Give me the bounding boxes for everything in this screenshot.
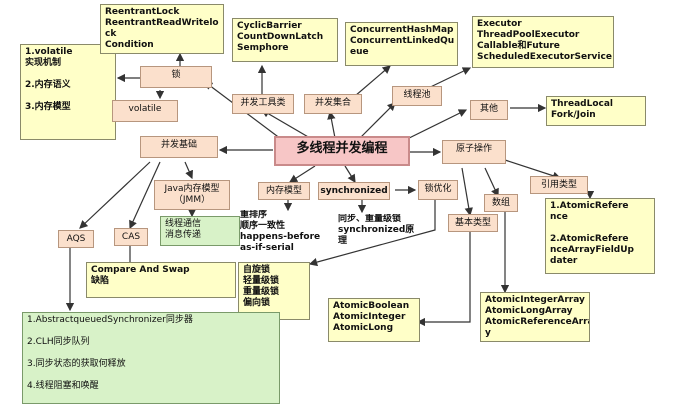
tool-class-list: CyclicBarrier CountDownLatch Semphore [232,18,338,62]
arrow-basics-to-cas [129,161,161,230]
aqs-notes: 1.AbstractqueuedSynchronizer同步器 2.CLH同步队… [22,312,280,404]
arrow-basics-to-jmm [184,161,193,180]
collection-list: ConcurrentHashMap ConcurrentLinkedQu eue [345,22,458,66]
volatile-notes: 1.volatile 实现机制 2.内存语义 3.内存模型 [20,44,116,140]
node-thread-pool: 线程池 [392,86,442,106]
atomic-basic: AtomicBoolean AtomicInteger AtomicLong [328,298,420,342]
node-basics: 并发基础 [140,136,218,158]
arrow-center-to-sync [344,165,356,184]
arrow-center-to-memory [288,165,316,183]
sync-details: 同步、重量级锁 synchronized原 理 [338,214,415,246]
arrow-basic-to-list [416,230,471,327]
reorder-notes: 重排序 顺序一致性 happens-before as-if-serial [240,210,321,253]
atomic-ref: 1.AtomicRefere nce 2.AtomicRefere nceArr… [545,198,655,274]
node-aqs: AQS [58,230,94,248]
center-node: 多线程并发编程 [274,136,410,166]
arrow-atomic-to-basic [461,167,473,217]
arrow-center-to-tools [260,109,311,139]
other-list: ThreadLocal Fork/Join [546,96,646,126]
node-basic-types: 基本类型 [448,214,498,232]
arrow-opt-to-kinds [308,200,436,267]
cas-notes: Compare And Swap 缺陷 [86,262,236,298]
node-memory-model: 内存模型 [258,182,310,200]
node-other: 其他 [470,100,508,120]
atomic-array: AtomicIntegerArray AtomicLongArray Atomi… [480,292,590,342]
node-volatile: volatile [112,100,178,122]
arrow-atomic-to-ref [504,159,562,180]
node-reference-types: 引用类型 [530,176,588,194]
arrow-collections-to-list [354,65,391,97]
arrow-center-to-collections [327,110,336,139]
node-lock: 锁 [140,66,212,88]
node-atomic-ops: 原子操作 [442,140,506,164]
lock-kinds: 自旋锁 轻量级锁 重量级锁 偏向锁 [238,262,310,320]
thread-comm: 线程通信 消息传递 [160,216,240,246]
lock-classes: ReentrantLock ReentrantReadWritelo ck Co… [100,4,224,54]
node-lock-optimization: 锁优化 [418,180,458,200]
node-tool-classes: 并发工具类 [232,94,294,114]
node-collections: 并发集合 [304,94,362,114]
node-jmm: Java内存模型 （JMM） [154,180,230,210]
node-cas: CAS [114,228,148,246]
arrow-atomic-to-array [484,167,499,198]
executor-list: Executor ThreadPoolExecutor Callable和Fut… [472,16,614,68]
node-synchronized: synchronized [318,182,390,200]
arrow-center-to-threadpool [359,102,396,139]
arrow-basics-to-aqs [79,161,151,229]
node-arrays: 数组 [484,194,518,212]
